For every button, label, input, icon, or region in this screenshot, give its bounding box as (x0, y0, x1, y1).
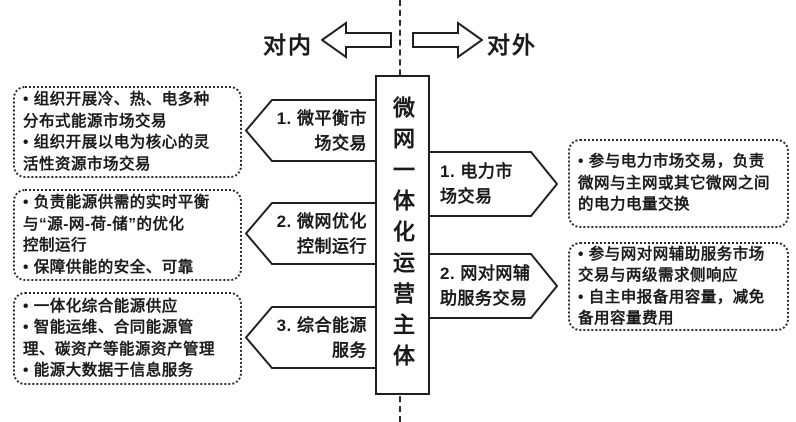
internal-arrow-1-label: 1. 微平衡市 场交易 (276, 108, 367, 153)
external-detail-box-2: • 参与网对网辅助服务市场 交易与两级需求侧响应 • 自主申报备用容量，减免 备… (568, 242, 789, 331)
external-direction-label: 对外 (487, 32, 537, 58)
central-entity-box: 微网一体化运营主体 (375, 75, 430, 395)
external-arrow-2: 2. 网对网辅 助服务交易 (428, 253, 558, 319)
internal-arrow-3: 3. 综合能源 服务 (245, 306, 377, 369)
external-direction-arrow-icon (412, 21, 483, 59)
external-arrow-2-label: 2. 网对网辅 助服务交易 (440, 264, 531, 308)
internal-detail-box-3-text: • 一体化综合能源供应 • 智能运维、合同能源管 理、碳资产等能源资产管理 • … (23, 297, 216, 380)
central-entity-title: 微网一体化运营主体 (390, 95, 415, 375)
external-detail-box-1-text: • 参与电力市场交易，负责 微网与主网或其它微网之间 的电力电量交换 (578, 153, 771, 214)
internal-detail-box-3: • 一体化综合能源供应 • 智能运维、合同能源管 理、碳资产等能源资产管理 • … (13, 292, 242, 385)
external-arrow-1: 1. 电力市 场交易 (428, 151, 558, 217)
internal-detail-box-1: • 组织开展冷、热、电多种 分布式能源市场交易 • 组织开展以电为核心的灵 活性… (13, 86, 242, 178)
internal-arrow-3-label: 3. 综合能源 服务 (276, 315, 367, 360)
left-pentagon-arrow-icon (245, 306, 377, 369)
external-detail-box-2-text: • 参与网对网辅助服务市场 交易与两级需求侧响应 • 自主申报备用容量，减免 备… (578, 245, 765, 328)
left-pentagon-arrow-icon (245, 99, 377, 162)
internal-direction-arrow-icon (321, 21, 392, 59)
internal-detail-box-2: • 负责能源供需的实时平衡 与“源-网-荷-储”的优化 控制运行 • 保障供能的… (13, 189, 242, 281)
internal-direction-label: 对内 (263, 32, 313, 58)
internal-arrow-2-label: 2. 微网优化 控制运行 (276, 211, 367, 256)
internal-arrow-1: 1. 微平衡市 场交易 (245, 99, 377, 162)
internal-detail-box-2-text: • 负责能源供需的实时平衡 与“源-网-荷-储”的优化 控制运行 • 保障供能的… (23, 194, 210, 276)
external-arrow-1-label: 1. 电力市 场交易 (440, 162, 513, 206)
internal-arrow-2: 2. 微网优化 控制运行 (245, 202, 377, 265)
left-pentagon-arrow-icon (245, 202, 377, 265)
external-detail-box-1: • 参与电力市场交易，负责 微网与主网或其它微网之间 的电力电量交换 (568, 139, 789, 228)
internal-detail-box-1-text: • 组织开展冷、热、电多种 分布式能源市场交易 • 组织开展以电为核心的灵 活性… (23, 91, 210, 173)
